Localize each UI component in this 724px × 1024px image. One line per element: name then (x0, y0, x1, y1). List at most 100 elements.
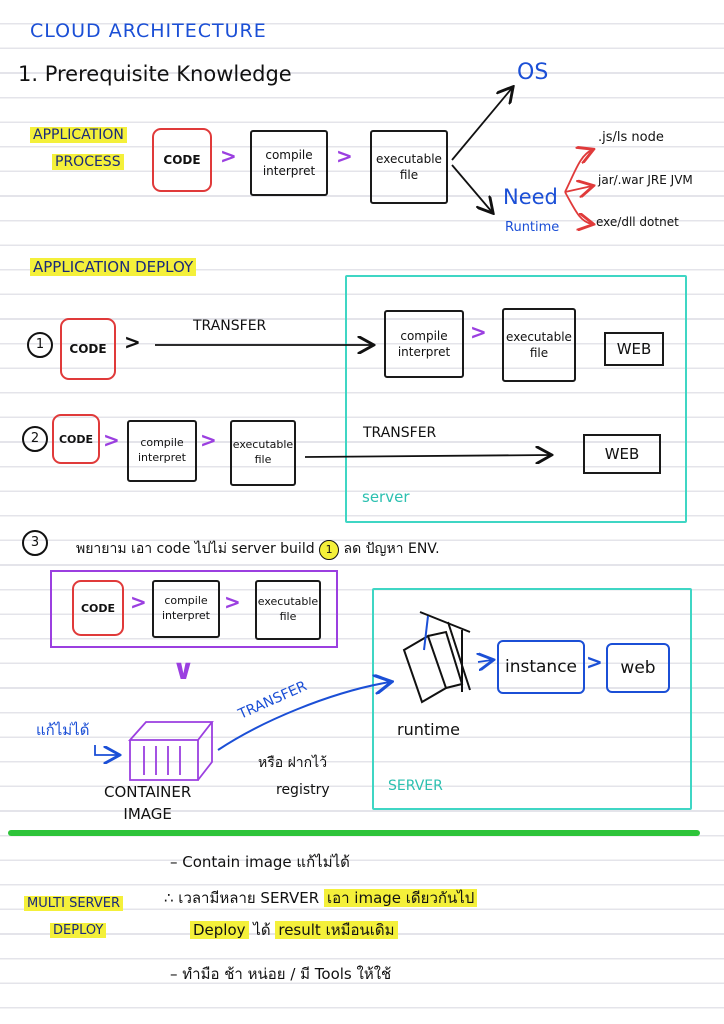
file-label: file (399, 168, 419, 182)
executable-box-opt1: executable file (502, 308, 576, 382)
chevron-icon: > (220, 144, 237, 168)
web-box-opt2: WEB (583, 434, 661, 474)
section-divider (8, 830, 700, 836)
compile-box-s1: compile interpret (250, 130, 328, 196)
container-image-sketch (127, 721, 214, 781)
process-label: APPLICATION PROCESS (30, 122, 127, 175)
option-number-3: 3 (22, 530, 48, 556)
need-label: Need (503, 185, 558, 209)
file-label: file (529, 346, 549, 360)
transfer-arrow-opt3 (217, 682, 390, 751)
server-label-bottom: SERVER (388, 778, 443, 794)
multi-server-label-line2: DEPLOY (50, 923, 107, 939)
multi-line-1: – Contain image แก้ไม่ได้ (170, 853, 350, 871)
deploy-heading-text: APPLICATION DEPLOY (30, 258, 197, 276)
runtime-item-node: .js/ls node (598, 130, 664, 145)
process-label-line1: APPLICATION (30, 127, 127, 143)
multi-line-3b: ได้ (248, 921, 276, 939)
server-label-top: server (362, 488, 410, 506)
container-label-line2: IMAGE (123, 804, 172, 823)
instance-box: instance (497, 640, 585, 694)
chevron-icon: > (130, 590, 147, 614)
chevron-icon: > (103, 428, 120, 452)
runtime-sketch-accent (423, 615, 429, 651)
deploy-heading: APPLICATION DEPLOY (30, 258, 197, 276)
container-label: CONTAINER IMAGE (104, 782, 191, 826)
runtime-label-opt3: runtime (397, 720, 461, 739)
page-title: CLOUD ARCHITECTURE (30, 20, 267, 42)
interpret-label: interpret (262, 164, 316, 178)
code-box-opt2: CODE (52, 414, 100, 464)
multi-server-label-line1: MULTI SERVER (24, 896, 124, 911)
red-arrow-jvm (564, 186, 592, 192)
executable-label: executable (257, 595, 319, 609)
server-panel-top (345, 275, 687, 523)
runtime-item-dotnet: exe/dll dotnet (596, 215, 679, 229)
file-label: file (254, 453, 272, 466)
option3-note-tail: ลด ปัญหา ENV. (343, 541, 440, 557)
file-label: file (279, 610, 297, 623)
transfer-label-opt2: TRANSFER (363, 425, 437, 441)
compile-label: compile (265, 147, 313, 162)
chevron-icon: > (224, 590, 241, 614)
registry-label: หรือ ฝากไว้ registry (258, 750, 330, 803)
container-label-line1: CONTAINER (104, 783, 192, 801)
interpret-label: interpret (138, 451, 186, 464)
code-box-s1: CODE (152, 128, 212, 192)
code-box-opt3: CODE (72, 580, 124, 636)
option3-note-circle: 1 (319, 540, 340, 560)
section1-heading: 1. Prerequisite Knowledge (18, 62, 292, 86)
server-panel-bottom (372, 588, 692, 810)
compile-label: compile (140, 436, 184, 450)
runtime-label-s1: Runtime (505, 220, 560, 235)
red-arrow-dotnet (564, 191, 592, 224)
build-container-panel (50, 570, 338, 648)
runtime-item-jvm: jar/.war JRE JVM (598, 173, 693, 187)
multi-line-2: ∴ เวลามีหลาย SERVER เอา image เดียวกันไป (164, 886, 478, 910)
cannot-edit-arrow (94, 745, 118, 755)
chevron-icon: > (336, 144, 353, 168)
interpret-label: interpret (397, 345, 451, 359)
compile-label: compile (400, 328, 448, 343)
option-number-2: 2 (22, 426, 48, 452)
arrow-to-os (451, 88, 512, 161)
option3-note-text: พยายาม เอา code ไปไม่ server build (76, 541, 315, 557)
cannot-edit-note: แก้ไม่ได้ (36, 721, 90, 739)
registry-label-line2: registry (276, 781, 330, 798)
executable-label: executable (506, 329, 572, 344)
compile-box-opt1: compile interpret (384, 310, 464, 378)
executable-label: executable (376, 151, 442, 166)
chevron-icon: > (586, 650, 603, 674)
option-number-1: 1 (27, 332, 53, 358)
runtime-to-instance-arrow (478, 660, 492, 662)
multi-line-3a: Deploy (190, 921, 249, 939)
executable-box-s1: executable file (370, 130, 448, 204)
transfer-label-opt1: TRANSFER (193, 318, 267, 334)
os-label: OS (517, 60, 549, 85)
multi-line-2b: เอา image เดียวกันไป (323, 889, 478, 907)
code-box-opt1: CODE (60, 318, 116, 380)
multi-server-label: MULTI SERVER DEPLOY (24, 890, 124, 945)
transfer-arrow-opt2 (304, 455, 550, 457)
chevron-icon: > (470, 320, 487, 344)
chevron-down-icon: ∨ (172, 653, 195, 686)
interpret-label: interpret (162, 609, 210, 622)
arrow-to-need (451, 164, 492, 212)
chevron-icon: > (124, 330, 141, 354)
option3-note: พยายาม เอา code ไปไม่ server build 1 ลด … (76, 538, 440, 560)
red-arrow-node (564, 150, 592, 193)
multi-line-3: Deploy ได้ result เหมือนเดิม (190, 918, 398, 942)
compile-label: compile (164, 594, 208, 608)
executable-label: executable (232, 438, 294, 452)
runtime-sketch (402, 611, 471, 704)
registry-label-line1: หรือ ฝากไว้ (258, 755, 328, 771)
multi-line-3c: result เหมือนเดิม (275, 921, 398, 939)
web-box-opt3: web (606, 643, 670, 693)
process-label-line2: PROCESS (52, 153, 124, 170)
web-box-opt1: WEB (604, 332, 664, 366)
